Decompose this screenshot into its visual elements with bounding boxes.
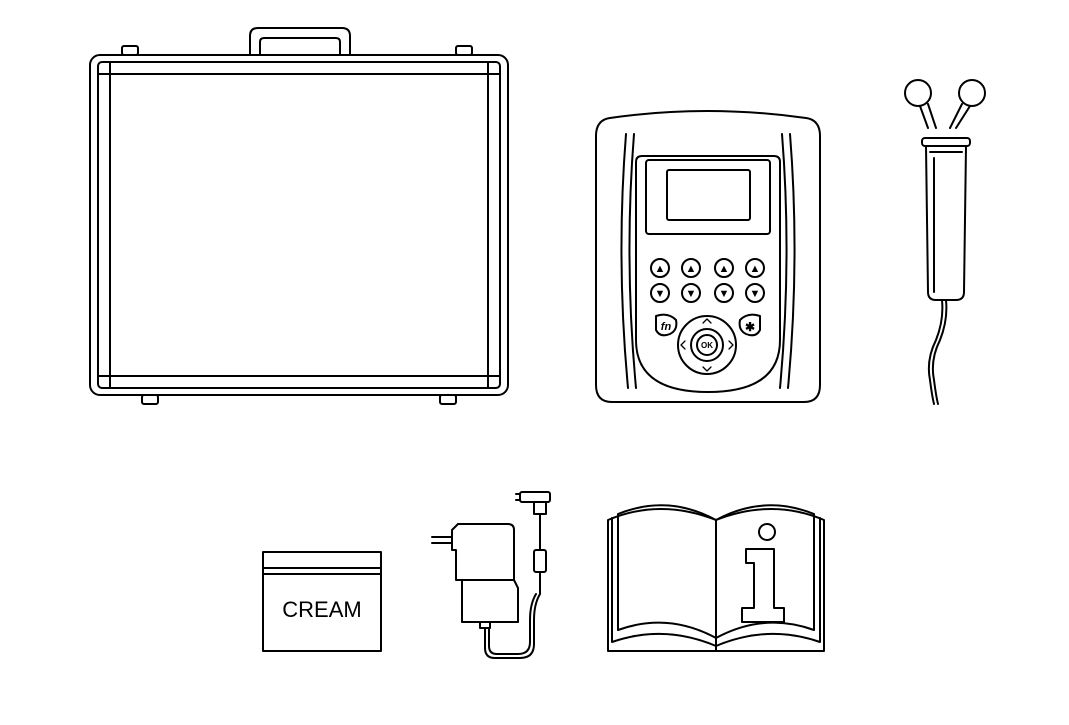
up-key: ▲	[681, 258, 701, 278]
svg-text:▼: ▼	[750, 288, 761, 300]
star-key: ✱	[738, 313, 761, 337]
cream-label: CREAM	[282, 597, 361, 622]
svg-text:▼: ▼	[655, 288, 666, 300]
up-key: ▲	[745, 258, 765, 278]
svg-text:▼: ▼	[719, 288, 730, 300]
down-key: ▼	[681, 283, 701, 303]
probe	[904, 79, 986, 405]
svg-text:✱: ✱	[745, 320, 755, 334]
info-icon	[741, 523, 785, 623]
navigation-pad: OK	[677, 315, 737, 375]
carrying-case	[89, 27, 509, 405]
svg-text:▲: ▲	[719, 263, 730, 275]
svg-text:▼: ▼	[686, 288, 697, 300]
down-key: ▼	[714, 283, 734, 303]
ok-key: OK	[701, 341, 713, 350]
power-adapter	[431, 491, 551, 659]
device-keypad: ▲ ▲ ▲ ▲ ▼ ▼ ▼	[650, 258, 765, 375]
svg-text:▲: ▲	[655, 263, 666, 275]
down-key: ▼	[745, 283, 765, 303]
cream-jar: CREAM	[262, 551, 382, 652]
down-key: ▼	[650, 283, 670, 303]
svg-text:▲: ▲	[686, 263, 697, 275]
up-key: ▲	[650, 258, 670, 278]
svg-text:fn: fn	[661, 321, 672, 333]
stimulator-device: ▲ ▲ ▲ ▲ ▼ ▼ ▼	[595, 110, 821, 403]
fn-key: fn	[655, 313, 678, 337]
svg-text:▲: ▲	[750, 263, 761, 275]
manual	[607, 504, 825, 652]
up-key: ▲	[714, 258, 734, 278]
